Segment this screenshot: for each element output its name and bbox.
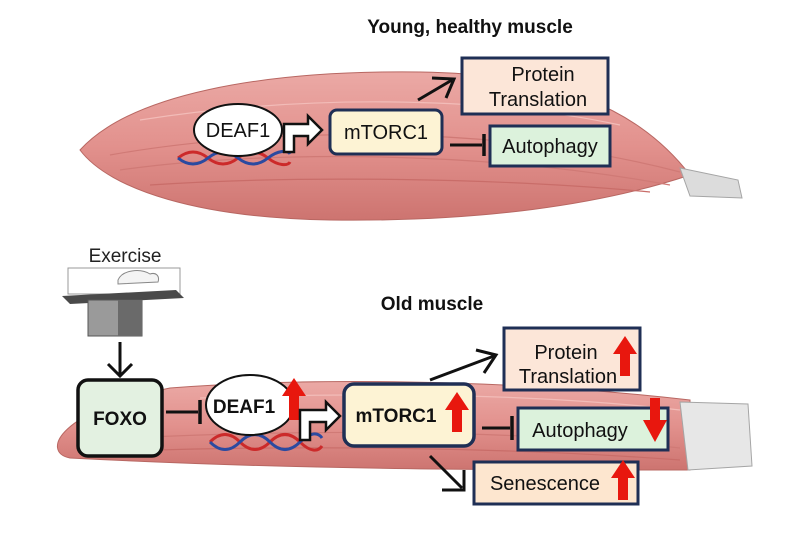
foxo-inhibition-icon (166, 400, 202, 424)
old-mtorc1-up-arrow-icon (445, 392, 469, 432)
senescence-label: Senescence (490, 473, 600, 495)
exercise-label: Exercise (89, 246, 162, 267)
exercise-to-foxo-arrow-icon (106, 362, 134, 379)
treadmill-icon (62, 267, 184, 337)
senescence-up-arrow-icon (611, 460, 635, 500)
old-autophagy-down-arrow-icon (643, 398, 667, 442)
old-autophagy-label: Autophagy (532, 420, 628, 442)
old-inhibition-icon (482, 416, 514, 440)
young-protein-translation-box (460, 56, 610, 116)
old-senescence-arrow-icon (428, 454, 466, 492)
young-inhibition-icon (450, 134, 486, 156)
old-protein-up-arrow-icon (613, 336, 637, 376)
old-mtorc1-label: mTORC1 (356, 406, 437, 427)
young-autophagy-box (488, 124, 612, 168)
foxo-label: FOXO (93, 409, 147, 430)
young-protein-line2: Translation (489, 89, 587, 111)
old-mtorc1-box (342, 382, 476, 448)
old-deaf1-label: DEAF1 (213, 397, 276, 418)
old-transcription-arrow-icon (298, 398, 342, 442)
old-protein-translation-box (502, 326, 642, 392)
young-transcription-arrow-icon (282, 112, 324, 154)
young-deaf1-node (193, 103, 283, 157)
young-dna-icon (177, 149, 292, 167)
old-autophagy-box (516, 406, 670, 452)
old-protein-line2: Translation (519, 366, 617, 388)
foxo-box (76, 378, 164, 458)
old-deaf1-up-arrow-icon (282, 378, 306, 420)
young-mtorc1-label: mTORC1 (344, 122, 428, 144)
old-muscle-tendon (679, 401, 753, 471)
young-autophagy-label: Autophagy (502, 136, 598, 158)
old-protein-line1: Protein (534, 342, 597, 364)
young-protein-line1: Protein (511, 64, 574, 86)
young-deaf1-label: DEAF1 (206, 120, 270, 142)
young-activation-arrow-icon (417, 76, 457, 102)
senescence-box (472, 460, 640, 506)
young-title: Young, healthy muscle (367, 17, 573, 38)
old-title: Old muscle (381, 294, 483, 315)
young-muscle-tendon (679, 167, 743, 199)
old-activation-arrow-icon (429, 348, 499, 382)
young-mtorc1-box (328, 108, 444, 156)
